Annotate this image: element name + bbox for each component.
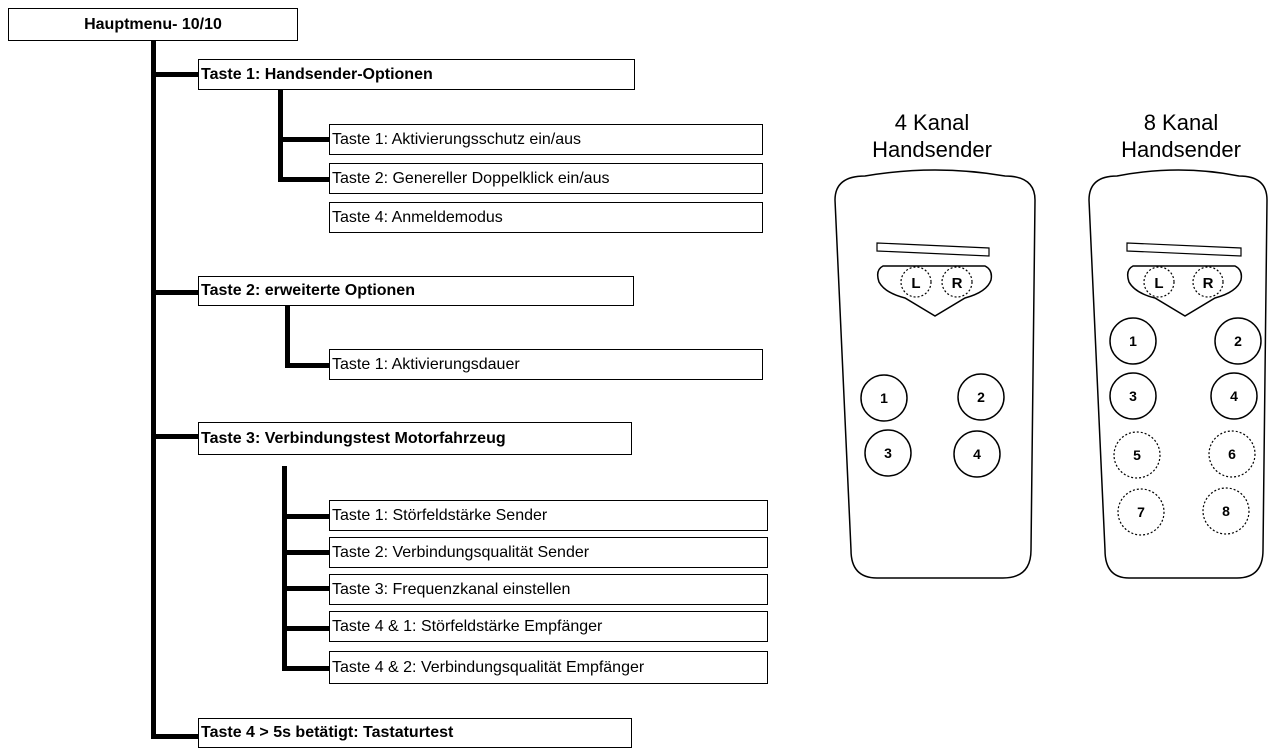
lr-key-pad	[876, 265, 993, 317]
button-6	[1208, 430, 1256, 478]
left-key-circle	[900, 266, 932, 298]
right-key-label: R	[952, 275, 963, 292]
menu-item-frequenzkanal: Taste 3: Frequenzkanal einstellen	[329, 574, 768, 605]
sub-branch-line	[282, 666, 330, 671]
left-key-circle	[1143, 266, 1175, 298]
button-8-label: 8	[1222, 503, 1230, 519]
menu-item-aktivierungsdauer: Taste 1: Aktivierungsdauer	[329, 349, 763, 380]
left-key-label: L	[1154, 275, 1163, 292]
branch-line	[151, 734, 201, 739]
right-key-circle	[1192, 266, 1224, 298]
remote-8-title-line2: Handsender	[1121, 137, 1241, 162]
section-box-tastaturtest: Taste 4 > 5s betätigt: Tastaturtest	[198, 718, 632, 748]
trunk-line	[151, 40, 156, 739]
sub-branch-line	[278, 137, 330, 142]
section-box-erweiterte-optionen: Taste 2: erweiterte Optionen	[198, 276, 634, 306]
branch-line	[151, 72, 201, 77]
sub-trunk-line	[282, 466, 287, 671]
menu-item-verbindungsqualitaet-empfaenger: Taste 4 & 2: Verbindungsqualität Empfäng…	[329, 651, 768, 684]
right-key-circle	[941, 266, 973, 298]
button-4-label: 4	[973, 446, 981, 462]
lr-key-pad	[1126, 265, 1243, 317]
button-2	[1214, 317, 1262, 365]
button-1	[1109, 317, 1157, 365]
button-3	[864, 429, 912, 477]
remote-8-kanal: L R 1 2 3 4 5 6 7 8	[1088, 169, 1268, 579]
button-5-label: 5	[1133, 447, 1141, 463]
led-slot	[876, 242, 990, 257]
root-menu-box: Hauptmenu- 10/10	[8, 8, 298, 41]
button-2-label: 2	[977, 389, 985, 405]
button-3-label: 3	[1129, 388, 1137, 404]
button-1	[860, 374, 908, 422]
sub-trunk-line	[278, 90, 283, 182]
section-box-verbindungstest: Taste 3: Verbindungstest Motorfahrzeug	[198, 422, 632, 455]
menu-item-stoerfeld-empfaenger: Taste 4 & 1: Störfeldstärke Empfänger	[329, 611, 768, 642]
button-2	[957, 373, 1005, 421]
button-3-label: 3	[884, 445, 892, 461]
button-7-label: 7	[1137, 504, 1145, 520]
section-box-handsender-optionen: Taste 1: Handsender-Optionen	[198, 59, 635, 90]
button-7	[1117, 488, 1165, 536]
button-4	[953, 430, 1001, 478]
button-4-label: 4	[1230, 388, 1238, 404]
sub-branch-line	[282, 514, 330, 519]
button-3	[1109, 372, 1157, 420]
sub-branch-line	[282, 626, 330, 631]
menu-item-aktivierungsschutz: Taste 1: Aktivierungsschutz ein/aus	[329, 124, 763, 155]
led-slot	[1126, 242, 1242, 257]
button-1-label: 1	[1129, 333, 1137, 349]
menu-item-stoerfeld-sender: Taste 1: Störfeldstärke Sender	[329, 500, 768, 531]
button-5	[1113, 431, 1161, 479]
right-key-label: R	[1203, 275, 1214, 292]
menu-item-verbindungsqualitaet-sender: Taste 2: Verbindungsqualität Sender	[329, 537, 768, 568]
menu-item-anmeldemodus: Taste 4: Anmeldemodus	[329, 202, 763, 233]
button-8	[1202, 487, 1250, 535]
left-key-label: L	[911, 275, 920, 292]
branch-line	[151, 434, 201, 439]
sub-trunk-line	[285, 304, 290, 368]
button-6-label: 6	[1228, 446, 1236, 462]
button-4	[1210, 372, 1258, 420]
menu-item-doppelklick: Taste 2: Genereller Doppelklick ein/aus	[329, 163, 763, 194]
button-1-label: 1	[880, 390, 888, 406]
remote-4-title-line1: 4 Kanal	[894, 110, 970, 135]
remote-8-title-line1: 8 Kanal	[1143, 110, 1219, 135]
sub-branch-line	[278, 177, 330, 182]
sub-branch-line	[282, 586, 330, 591]
remote-body	[834, 169, 1036, 579]
sub-branch-line	[285, 363, 330, 368]
remote-4-title-line2: Handsender	[872, 137, 992, 162]
remote-4-kanal: L R 1 2 3 4	[834, 169, 1036, 579]
button-2-label: 2	[1234, 333, 1242, 349]
sub-branch-line	[282, 550, 330, 555]
branch-line	[151, 290, 201, 295]
